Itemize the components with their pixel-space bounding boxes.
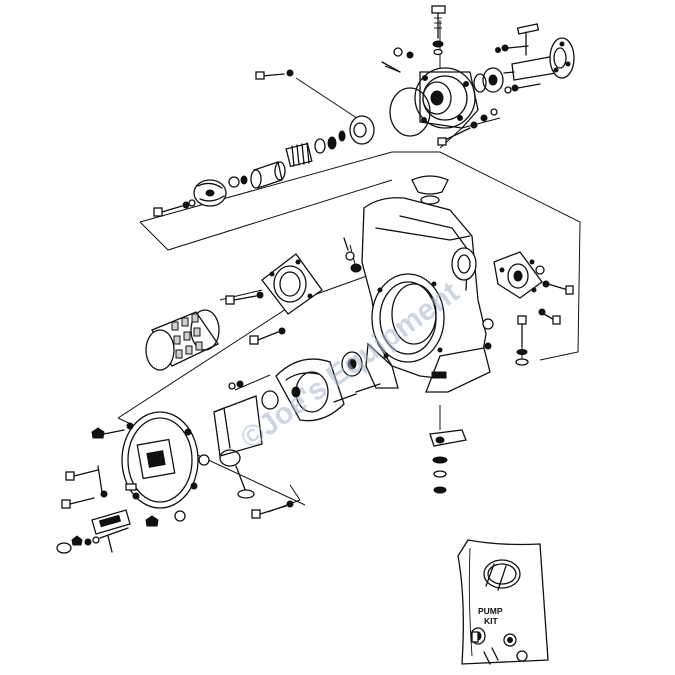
impeller-bolt [153, 199, 196, 217]
suction-flange [225, 253, 323, 345]
shaft-sleeve [250, 161, 286, 189]
flange-bolts [437, 44, 541, 146]
drive-flange [549, 37, 575, 79]
pump-kit-label-line2: KIT [484, 616, 499, 626]
foot-mount-stack [429, 429, 467, 494]
suction-strainer [145, 309, 220, 371]
bearing-housing-assembly [255, 5, 575, 146]
bearing-housing [414, 67, 479, 129]
discharge-flange [493, 251, 574, 325]
right-pin-stack [515, 315, 529, 366]
pump-kit-package: PUMP KIT [457, 539, 549, 665]
cover-hand-knobs [91, 427, 159, 527]
drain-plug-set [56, 527, 129, 554]
suction-bolts [225, 291, 286, 345]
housing-bolts [255, 47, 414, 80]
wear-plate-hardware [341, 351, 381, 393]
mechanical-seal-assembly [153, 115, 375, 217]
impeller [193, 175, 248, 207]
discharge-bolts [538, 280, 574, 325]
kit-seal-part [470, 627, 486, 645]
seal-plate [338, 115, 375, 145]
cover-lower-bolt [251, 500, 294, 519]
kit-washer-part [483, 633, 528, 665]
top-cap-screw [431, 5, 446, 56]
housing-o-ring [389, 87, 431, 137]
clamp-bar [91, 509, 131, 553]
priming-plug [343, 237, 362, 273]
seal-spring [285, 136, 337, 168]
splash-guard-bracket [213, 395, 263, 499]
cover-clamp-bolts [61, 465, 137, 509]
pump-casing [361, 175, 494, 393]
pump-kit-label-line1: PUMP [478, 606, 503, 616]
bearing [473, 67, 504, 93]
front-cover [121, 411, 210, 522]
wear-plate-assembly [228, 358, 357, 422]
